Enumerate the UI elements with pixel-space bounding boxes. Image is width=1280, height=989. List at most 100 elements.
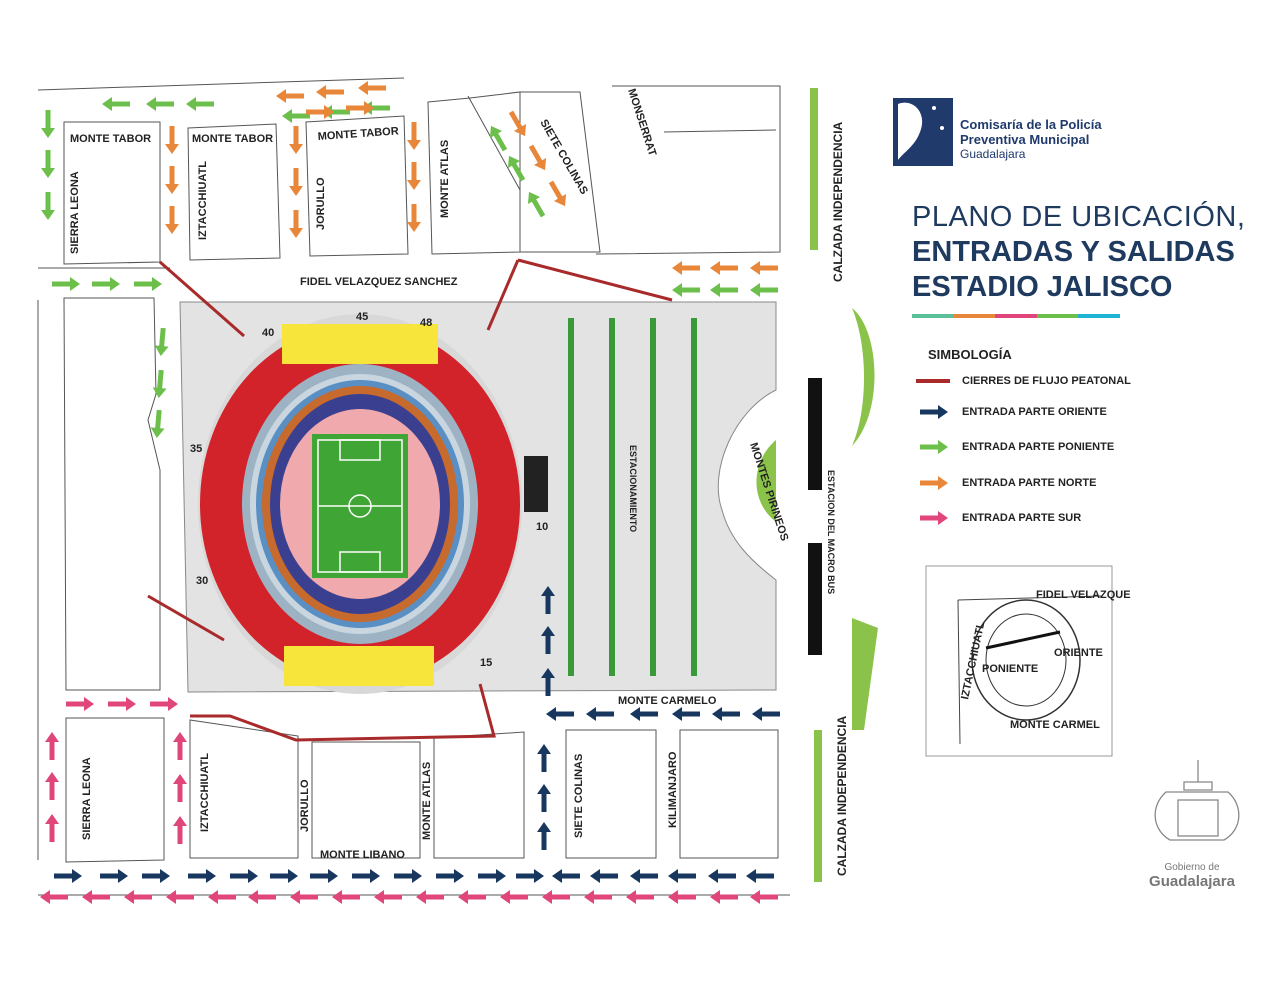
arrow-sur [290,890,318,904]
arrow-oriente [516,869,544,883]
stadium-east-building [524,456,548,512]
arrow-poniente [41,192,55,220]
arrow-norte [710,261,738,275]
calzada-green-bottom [814,730,822,882]
label-sierra-leona-bottom: SIERRA LEONA [81,757,93,840]
label-monserrat: MONSERRAT [625,87,658,158]
entry-arrows [40,81,780,904]
arrow-oriente [541,626,555,654]
label-estacionamiento: ESTACIONAMIENTO [628,445,638,532]
arrow-oriente [310,869,338,883]
arrow-oriente [394,869,422,883]
arrow-poniente [154,327,169,356]
arrow-oriente [537,822,551,850]
arrow-sur [500,890,528,904]
arrow-oriente [590,869,618,883]
label-monte-tabor-2: MONTE TABOR [192,133,273,145]
arrow-norte [306,105,334,119]
arrow-norte [165,166,179,194]
arrow-sur [542,890,570,904]
arrow-sur [374,890,402,904]
arrow-sur [248,890,276,904]
pirineos-green [756,440,776,522]
arrow-sur [45,732,59,760]
arrow-oriente [541,586,555,614]
legend-label-poniente: ENTRADA PARTE PONIENTE [962,441,1115,453]
guadalajara-crest-icon [1154,760,1240,841]
title-line-2: ENTRADAS Y SALIDAS [912,236,1235,268]
calzada-island-bottom [852,618,878,730]
label-sierra-leona-top: SIERRA LEONA [69,171,81,254]
legend-label-norte: ENTRADA PARTE NORTE [962,477,1097,489]
arrow-norte [672,261,700,275]
arrow-oriente [586,707,614,721]
label-monte-atlas-top: MONTE ATLAS [439,140,451,218]
arrow-sur [82,890,110,904]
arrow-sur [668,890,696,904]
arrow-norte [407,204,421,232]
arrow-norte [750,261,778,275]
label-monte-atlas-bottom: MONTE ATLAS [421,762,433,840]
arrow-sur [710,890,738,904]
gobierno-line-1: Gobierno de [1164,862,1220,873]
arrow-poniente [134,277,162,291]
arrow-poniente [52,277,80,291]
arrow-sur [332,890,360,904]
arrow-norte [289,168,303,196]
arrow-oriente [188,869,216,883]
arrow-poniente [146,97,174,111]
arrow-oriente [552,869,580,883]
arrow-sur [584,890,612,904]
arrow-norte [276,89,304,103]
inset-oriente: ORIENTE [1054,647,1103,659]
arrow-sur [208,890,236,904]
arrow-norte [407,162,421,190]
inset-poniente: PONIENTE [982,663,1038,675]
arrow-norte [316,85,344,99]
street-labels: MONTE TABOR MONTE TABOR MONTE TABOR SIER… [69,87,849,876]
label-siete-colinas-bottom: SIETE COLINAS [573,754,585,838]
arrow-oriente [537,744,551,772]
arrow-poniente [102,97,130,111]
arrow-norte [165,206,179,234]
legend-label-closures: CIERRES DE FLUJO PEATONAL [962,375,1131,387]
arrow-oriente [541,668,555,696]
arrow-norte [407,122,421,150]
legend-poniente-arrow-icon [920,440,948,454]
arrow-poniente [92,277,120,291]
arrow-sur [626,890,654,904]
arrow-oriente [352,869,380,883]
arrow-sur [40,890,68,904]
arrow-poniente [710,283,738,297]
arrow-oriente [100,869,128,883]
arrow-sur [45,772,59,800]
arrow-norte [528,144,547,171]
arrow-norte [289,126,303,154]
label-estacion-macro: ESTACION DEL MACRO BUS [826,470,836,594]
label-iztacchiuatl-top: IZTACCHIUATL [197,161,209,240]
arrow-poniente [152,369,167,398]
pedestrian-closures [147,258,673,742]
arrow-sur [750,890,778,904]
arrow-oriente [630,869,658,883]
arrow-oriente [708,869,736,883]
label-jorullo-bottom: JORULLO [299,779,311,832]
arrow-norte [289,210,303,238]
gate-35: 35 [190,443,202,455]
arrow-sur [166,890,194,904]
label-iztacchiuatl-bottom: IZTACCHIUATL [199,753,211,832]
arrow-oriente [630,707,658,721]
gate-45: 45 [356,311,368,323]
police-logo-text: Comisaría de la Policía Preventiva Munic… [960,117,1102,162]
label-monte-tabor-1: MONTE TABOR [70,133,151,145]
street-grid [37,77,790,896]
arrow-sur [108,697,136,711]
arrow-oriente [478,869,506,883]
legend-arrows [920,405,948,525]
gate-40: 40 [262,327,274,339]
logo-line-2: Preventiva Municipal [960,132,1090,147]
arrow-poniente [150,409,165,438]
arrow-poniente [282,109,310,123]
map-title: PLANO DE UBICACIÓN, ENTRADAS Y SALIDAS E… [912,200,1245,305]
